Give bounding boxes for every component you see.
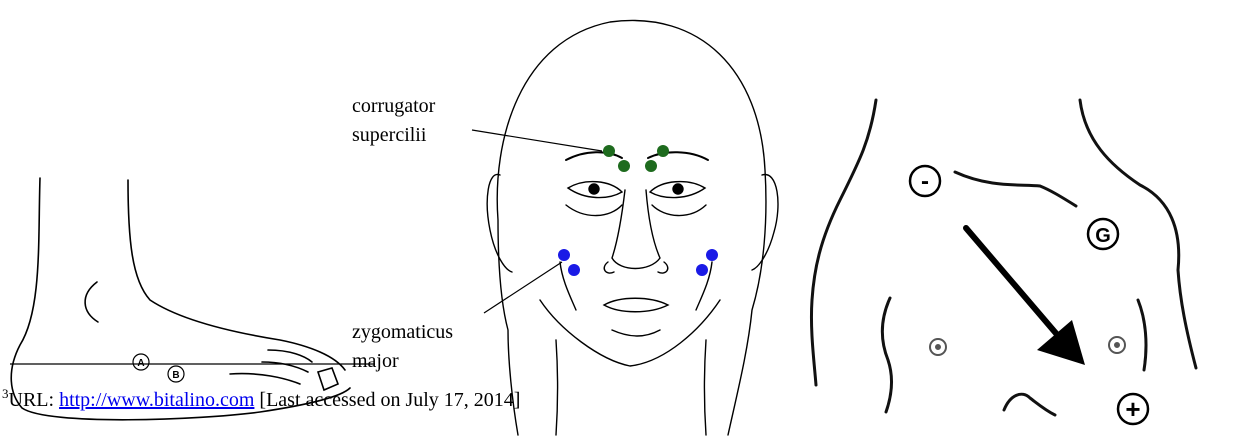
foot-marker-a: A [133, 354, 149, 370]
zygomaticus-electrode [696, 264, 708, 276]
zygomaticus-electrodes [558, 249, 718, 276]
zygomaticus-label-line2: major [352, 347, 453, 376]
zygomaticus-leader-line [484, 262, 562, 313]
zygomaticus-electrode [706, 249, 718, 261]
foot-illustration [11, 178, 350, 420]
foot-marker-b: B [168, 366, 184, 382]
positive-electrode: + [1118, 394, 1148, 424]
zygomaticus-label-line1: zygomaticus [352, 318, 453, 347]
ecg-lead-arrow [966, 228, 1085, 365]
corrugator-leader-line [472, 130, 602, 151]
zygomaticus-electrode [568, 264, 580, 276]
positive-electrode-symbol: + [1125, 394, 1140, 424]
corrugator-electrodes [603, 145, 669, 172]
corrugator-electrode [645, 160, 657, 172]
corrugator-label-line2: supercilii [352, 121, 435, 150]
ground-electrode-symbol: G [1095, 225, 1111, 247]
face-illustration [487, 20, 778, 435]
corrugator-label-line1: corrugator [352, 92, 435, 121]
zygomaticus-electrode [558, 249, 570, 261]
corrugator-electrode [657, 145, 669, 157]
corrugator-supercilii-label: corrugator supercilii [352, 92, 435, 150]
ground-electrode: G [1088, 219, 1118, 249]
negative-electrode-symbol: - [921, 168, 929, 195]
footnote: 3URL: http://www.bitalino.com [Last acce… [2, 386, 520, 412]
footnote-suffix: [Last accessed on July 17, 2014] [254, 389, 520, 411]
zygomaticus-major-label: zygomaticus major [352, 318, 453, 376]
negative-electrode: - [910, 166, 940, 196]
chest-illustration [811, 100, 1196, 415]
chest-nipples [930, 337, 1125, 355]
footnote-link[interactable]: http://www.bitalino.com [59, 389, 254, 411]
foot-marker-b-label: B [172, 370, 179, 381]
corrugator-electrode [603, 145, 615, 157]
corrugator-electrode [618, 160, 630, 172]
footnote-prefix: URL: [9, 389, 60, 411]
